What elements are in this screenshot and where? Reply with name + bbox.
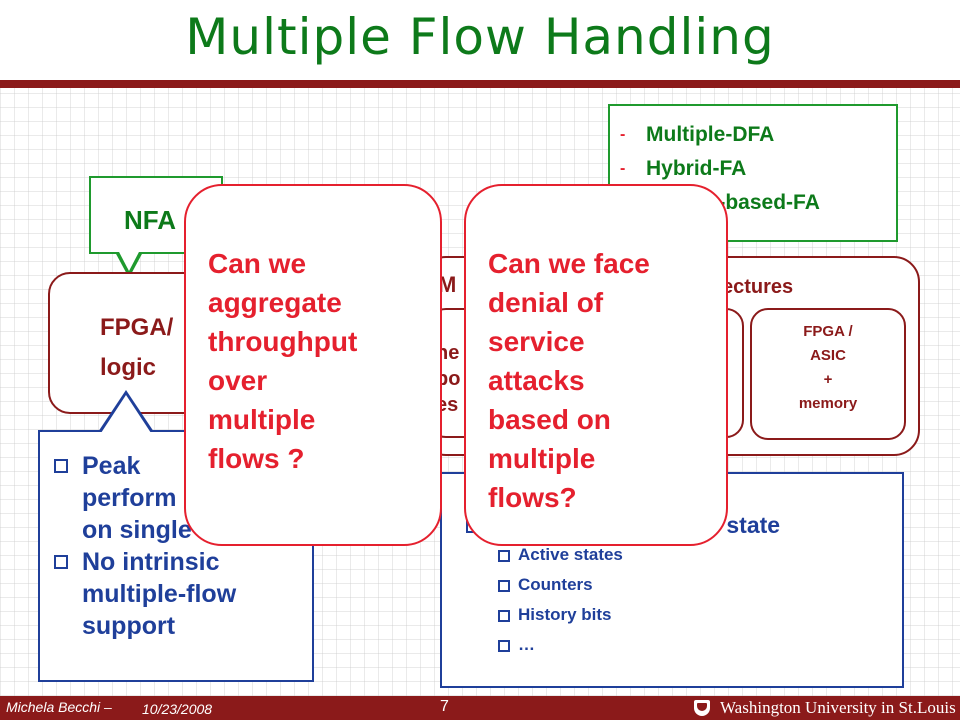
checkbox-bullet-icon [498,640,510,652]
nfa-label: NFA [124,205,176,235]
fpga-asic-memory-text: FPGA / ASIC + memory [798,323,858,412]
state-item: History bits [462,600,890,630]
slide-title: Multiple Flow Handling [185,8,775,66]
checkbox-bullet-icon [54,459,68,473]
title-underline-bar [0,80,960,88]
university-shield-icon [694,700,710,716]
footer-university: Washington University in St.Louis [720,698,956,717]
checkbox-bullet-icon [498,550,510,562]
fpga-logic-text: FPGA/ logic [100,314,174,381]
checkbox-bullet-icon [54,555,68,569]
footer-page-number: 7 [440,698,449,715]
dfa-item: -Multiple-DFA [620,123,775,146]
dfa-item: -Hybrid-FA [620,157,747,180]
footer-date: 10/23/2008 [142,701,213,717]
footer-author: Michela Becchi – [6,699,112,715]
memory-heading-right: ectures [722,276,794,298]
state-item: Active states [462,540,890,570]
footer-bar [0,696,960,720]
state-item: … [462,630,890,660]
memory-heading-left: M [438,272,457,297]
fpga-asic-memory-box [750,308,906,440]
checkbox-bullet-icon [498,610,510,622]
state-item: Counters [462,570,890,600]
checkbox-bullet-icon [498,580,510,592]
